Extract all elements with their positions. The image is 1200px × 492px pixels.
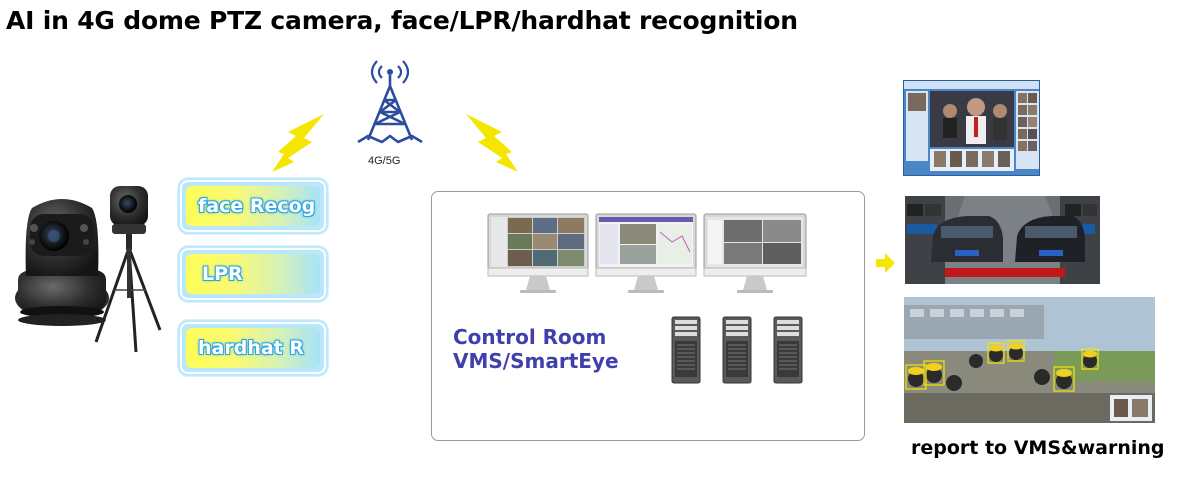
feature-label: face Recog	[198, 195, 316, 217]
feature-hardhat: hardhat R	[178, 320, 328, 376]
control-room-label: Control Room VMS/SmartEye	[453, 325, 619, 373]
ptz-camera-illustration	[15, 186, 162, 353]
server-group	[671, 316, 803, 384]
control-room-line1: Control Room	[453, 325, 607, 349]
tripod-camera-icon	[94, 186, 162, 353]
cell-tower-icon	[357, 60, 423, 144]
feature-lpr: LPR	[178, 246, 328, 302]
lpr-image	[905, 196, 1100, 284]
dome-camera-icon	[15, 199, 109, 326]
feature-label: LPR	[202, 263, 243, 285]
monitor-group	[487, 213, 807, 293]
server-icon	[773, 316, 803, 384]
feature-label: hardhat R	[198, 337, 304, 359]
lightning-bolt-right-icon	[466, 114, 518, 172]
monitor-icon	[703, 213, 807, 293]
monitor-icon	[487, 213, 589, 293]
arrow-right-icon	[876, 253, 895, 273]
page-title: AI in 4G dome PTZ camera, face/LPR/hardh…	[6, 6, 798, 35]
report-label: report to VMS&warning	[911, 437, 1165, 459]
server-icon	[722, 316, 752, 384]
control-room-line2: VMS/SmartEye	[453, 349, 619, 373]
network-label: 4G/5G	[368, 155, 401, 167]
face-recognition-screenshot	[903, 80, 1040, 176]
hardhat-detection-image	[904, 297, 1155, 423]
server-icon	[671, 316, 701, 384]
lpr-screenshot	[905, 196, 1100, 284]
hardhat-detection-screenshot	[904, 297, 1155, 423]
monitor-icon	[595, 213, 697, 293]
face-recognition-image	[904, 81, 1039, 171]
lightning-bolt-left-icon	[272, 114, 324, 172]
feature-face-recog: face Recog	[178, 178, 328, 234]
